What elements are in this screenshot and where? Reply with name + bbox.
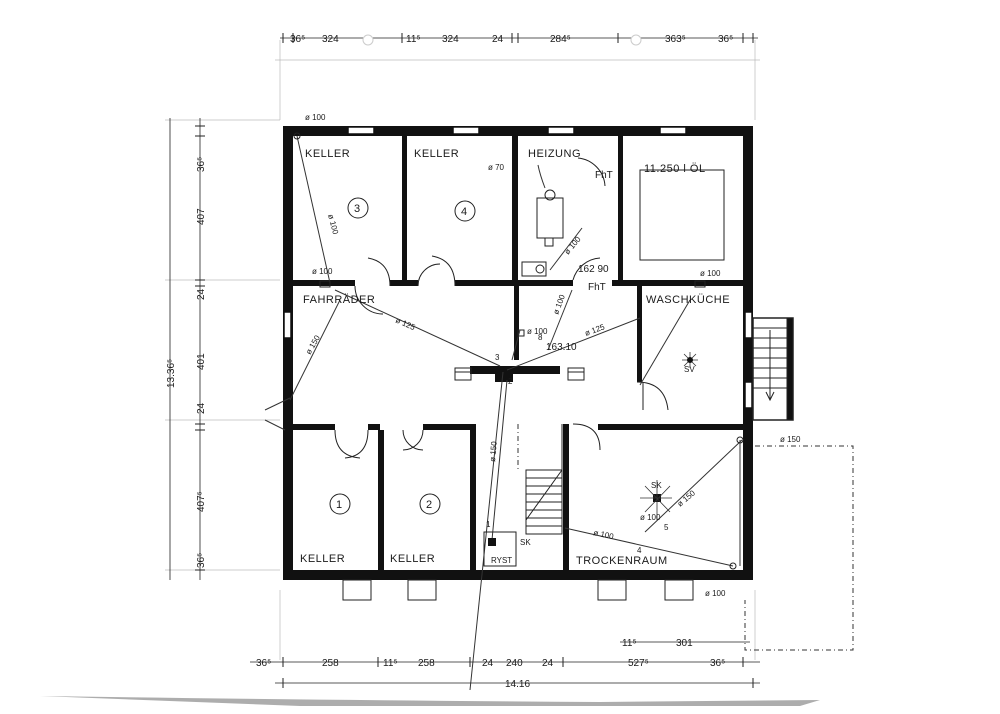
room-number-markers xyxy=(329,197,476,515)
top-dim: 11⁵ xyxy=(406,34,421,45)
left-dimension-line xyxy=(169,118,205,580)
fire-door-label: FhT xyxy=(595,170,613,181)
point-label: 4 xyxy=(637,546,642,555)
bottom-sub-dim: 301 xyxy=(676,638,693,649)
pipe-label: ø 70 xyxy=(488,163,505,172)
top-dim: 324 xyxy=(322,34,339,45)
left-dim: 401 xyxy=(196,353,207,370)
stair-icon xyxy=(517,424,563,535)
pipe-label: ø 100 xyxy=(326,213,340,236)
pipe-label: ø 100 xyxy=(593,528,615,541)
bottom-dim: 24 xyxy=(542,658,554,669)
bottom-dim: 240 xyxy=(506,658,523,669)
bottom-total-dim: 14.16 xyxy=(505,679,530,690)
room-label-trockenraum: TROCKENRAUM xyxy=(576,555,668,567)
bottom-dim: 36⁵ xyxy=(256,658,271,669)
bottom-dim: 258 xyxy=(418,658,435,669)
room-label-keller-2: KELLER xyxy=(390,553,435,565)
door-swings xyxy=(334,157,669,459)
room-label-keller-3: KELLER xyxy=(305,148,350,160)
room-label-heizung: HEIZUNG xyxy=(528,148,581,160)
left-dim: 24 xyxy=(196,402,207,414)
construction-lines xyxy=(165,40,760,660)
level-label-hall: 163.10 xyxy=(546,342,577,353)
boiler-icon xyxy=(536,164,564,247)
top-dim: 363⁵ xyxy=(665,34,686,45)
pipe-label: ø 100 xyxy=(705,589,726,598)
pipe-label: ø 100 xyxy=(527,327,548,336)
fixture-label-ryst: RYST xyxy=(491,556,512,565)
left-dim: 407⁵ xyxy=(196,491,207,512)
dashed-extension xyxy=(744,445,854,651)
left-total-dim: 13.36⁵ xyxy=(166,359,177,388)
room-number-2: 2 xyxy=(426,499,432,511)
room-label-fahrrader: FAHRRÄDER xyxy=(303,294,375,306)
top-dim: 36⁵ xyxy=(718,34,733,45)
pipe-label: ø 150 xyxy=(488,440,499,462)
pipe-label: ø 100 xyxy=(640,513,661,522)
point-label: 8 xyxy=(538,333,543,342)
bottom-dim: 36⁵ xyxy=(710,658,725,669)
windows xyxy=(283,126,753,601)
top-dim: 24 xyxy=(492,34,504,45)
scan-shadow xyxy=(40,696,820,706)
pipe-label: ø 100 xyxy=(563,234,583,256)
top-dim: 36⁵ xyxy=(290,34,305,45)
left-dim: 36⁵ xyxy=(196,553,207,568)
fixture-label-sv: SV xyxy=(684,365,695,374)
bottom-dim: 24 xyxy=(482,658,494,669)
ryst-box xyxy=(483,531,517,567)
outer-stair-icon xyxy=(752,317,794,421)
fixture-label-sk: SK xyxy=(520,538,531,547)
chimney-icon xyxy=(454,367,585,381)
room-label-keller-1: KELLER xyxy=(300,553,345,565)
left-dim: 407 xyxy=(196,208,207,225)
point-label: 2 xyxy=(508,377,513,386)
drain-pipes xyxy=(264,135,743,691)
floor-drain-icons xyxy=(293,132,744,570)
room-number-4: 4 xyxy=(461,206,467,218)
pipe-label: ø 100 xyxy=(305,113,326,122)
left-dim: 24 xyxy=(196,288,207,300)
pipe-label: ø 100 xyxy=(312,267,333,276)
pipe-label: ø 150 xyxy=(780,435,801,444)
pipe-label: ø 150 xyxy=(304,333,322,356)
top-dim: 284⁵ xyxy=(550,34,571,45)
room-number-3: 3 xyxy=(354,203,360,215)
oil-tank xyxy=(639,169,725,261)
pipe-label: ø 150 xyxy=(676,488,698,508)
room-label-oil-tank: 11.250 l ÖL xyxy=(644,163,706,175)
top-dimension-line xyxy=(280,33,758,46)
pipe-label: ø 100 xyxy=(551,293,567,316)
room-label-waschkuche: WASCHKÜCHE xyxy=(646,294,730,306)
point-label: 5 xyxy=(664,523,669,532)
boiler-equipment xyxy=(521,261,547,277)
room-number-1: 1 xyxy=(336,499,342,511)
point-label: 1 xyxy=(486,520,491,529)
top-dim: 324 xyxy=(442,34,459,45)
bottom-sub-dim: 11⁵ xyxy=(622,638,637,649)
room-label-keller-4: KELLER xyxy=(414,148,459,160)
bottom-dim: 258 xyxy=(322,658,339,669)
pipe-label: ø 125 xyxy=(394,316,417,333)
level-label-heizung: 162 90 xyxy=(578,264,609,275)
left-dim: 36⁵ xyxy=(196,157,207,172)
bottom-dimension-line xyxy=(250,641,760,688)
point-label: 3 xyxy=(495,353,500,362)
walls xyxy=(283,126,753,580)
bottom-dim: 527⁵ xyxy=(628,658,649,669)
pipe-label: ø 100 xyxy=(700,269,721,278)
fire-door-label: FhT xyxy=(588,282,606,293)
bottom-dim: 11⁵ xyxy=(383,658,398,669)
fixture-label-sk: SK xyxy=(651,481,662,490)
